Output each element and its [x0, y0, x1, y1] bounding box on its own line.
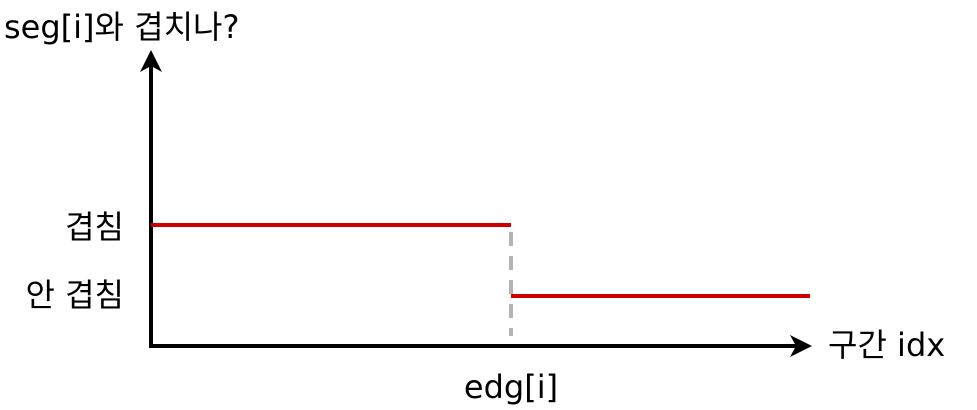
y-axis-arrowhead — [140, 50, 162, 72]
level-low-label: 안 겹침 — [26, 276, 125, 314]
level-high-label: 겹침 — [65, 208, 124, 246]
x-axis-arrowhead — [790, 335, 812, 357]
y-axis-label: seg[i]와 겹치나? — [4, 8, 239, 46]
threshold-label: edg[i] — [464, 368, 558, 406]
x-axis-label: 구간 idx — [828, 326, 945, 364]
